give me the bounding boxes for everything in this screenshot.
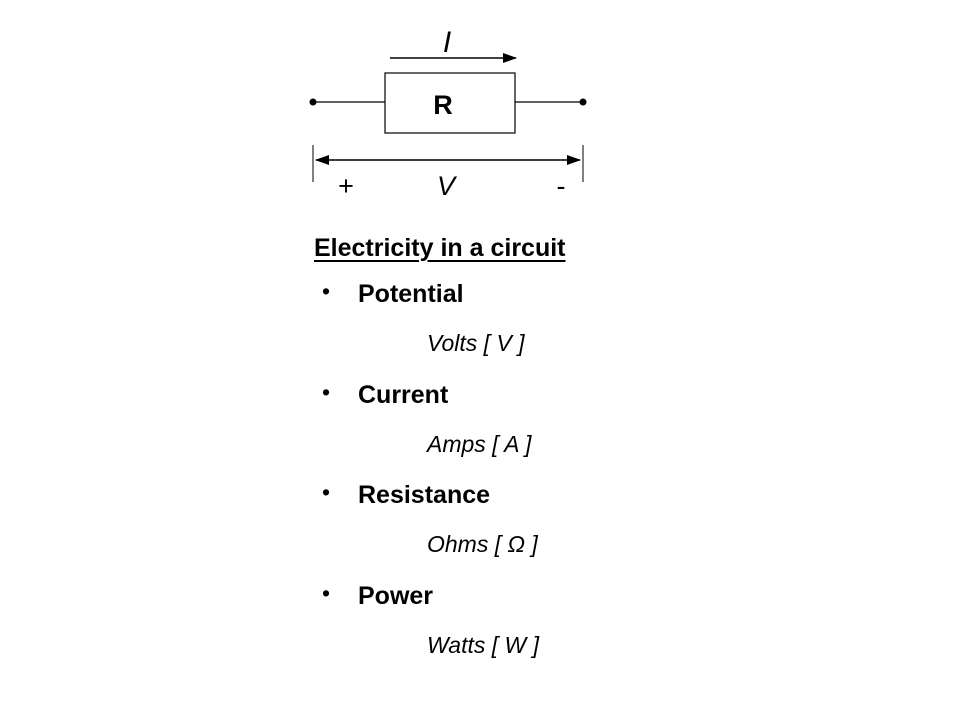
bullet-icon: • [322,579,331,606]
negative-sign: - [557,171,566,201]
voltage-label: V [437,171,458,201]
resistor-box [384,72,516,134]
bullet-icon: • [322,378,331,405]
bullet-icon: • [322,479,331,505]
quantity-name: Current [358,380,449,409]
current-label: I [443,26,451,59]
quantity-unit: Watts [ W ] [427,631,540,658]
quantity-unit: Amps [ A ] [427,430,532,457]
positive-sign: + [338,171,354,201]
circuit-diagram: I R + V - [309,26,587,201]
quantity-unit: Volts [ V ] [427,330,525,356]
quantity-name: Power [358,581,434,610]
quantity-unit: Ohms [ Ω ] [427,531,538,557]
slide-title: Electricity in a circuit [314,234,566,262]
quantity-name: Resistance [358,481,491,509]
resistor-label: R [433,90,453,120]
quantity-name: Potential [358,280,464,308]
bullet-icon: • [322,278,331,304]
